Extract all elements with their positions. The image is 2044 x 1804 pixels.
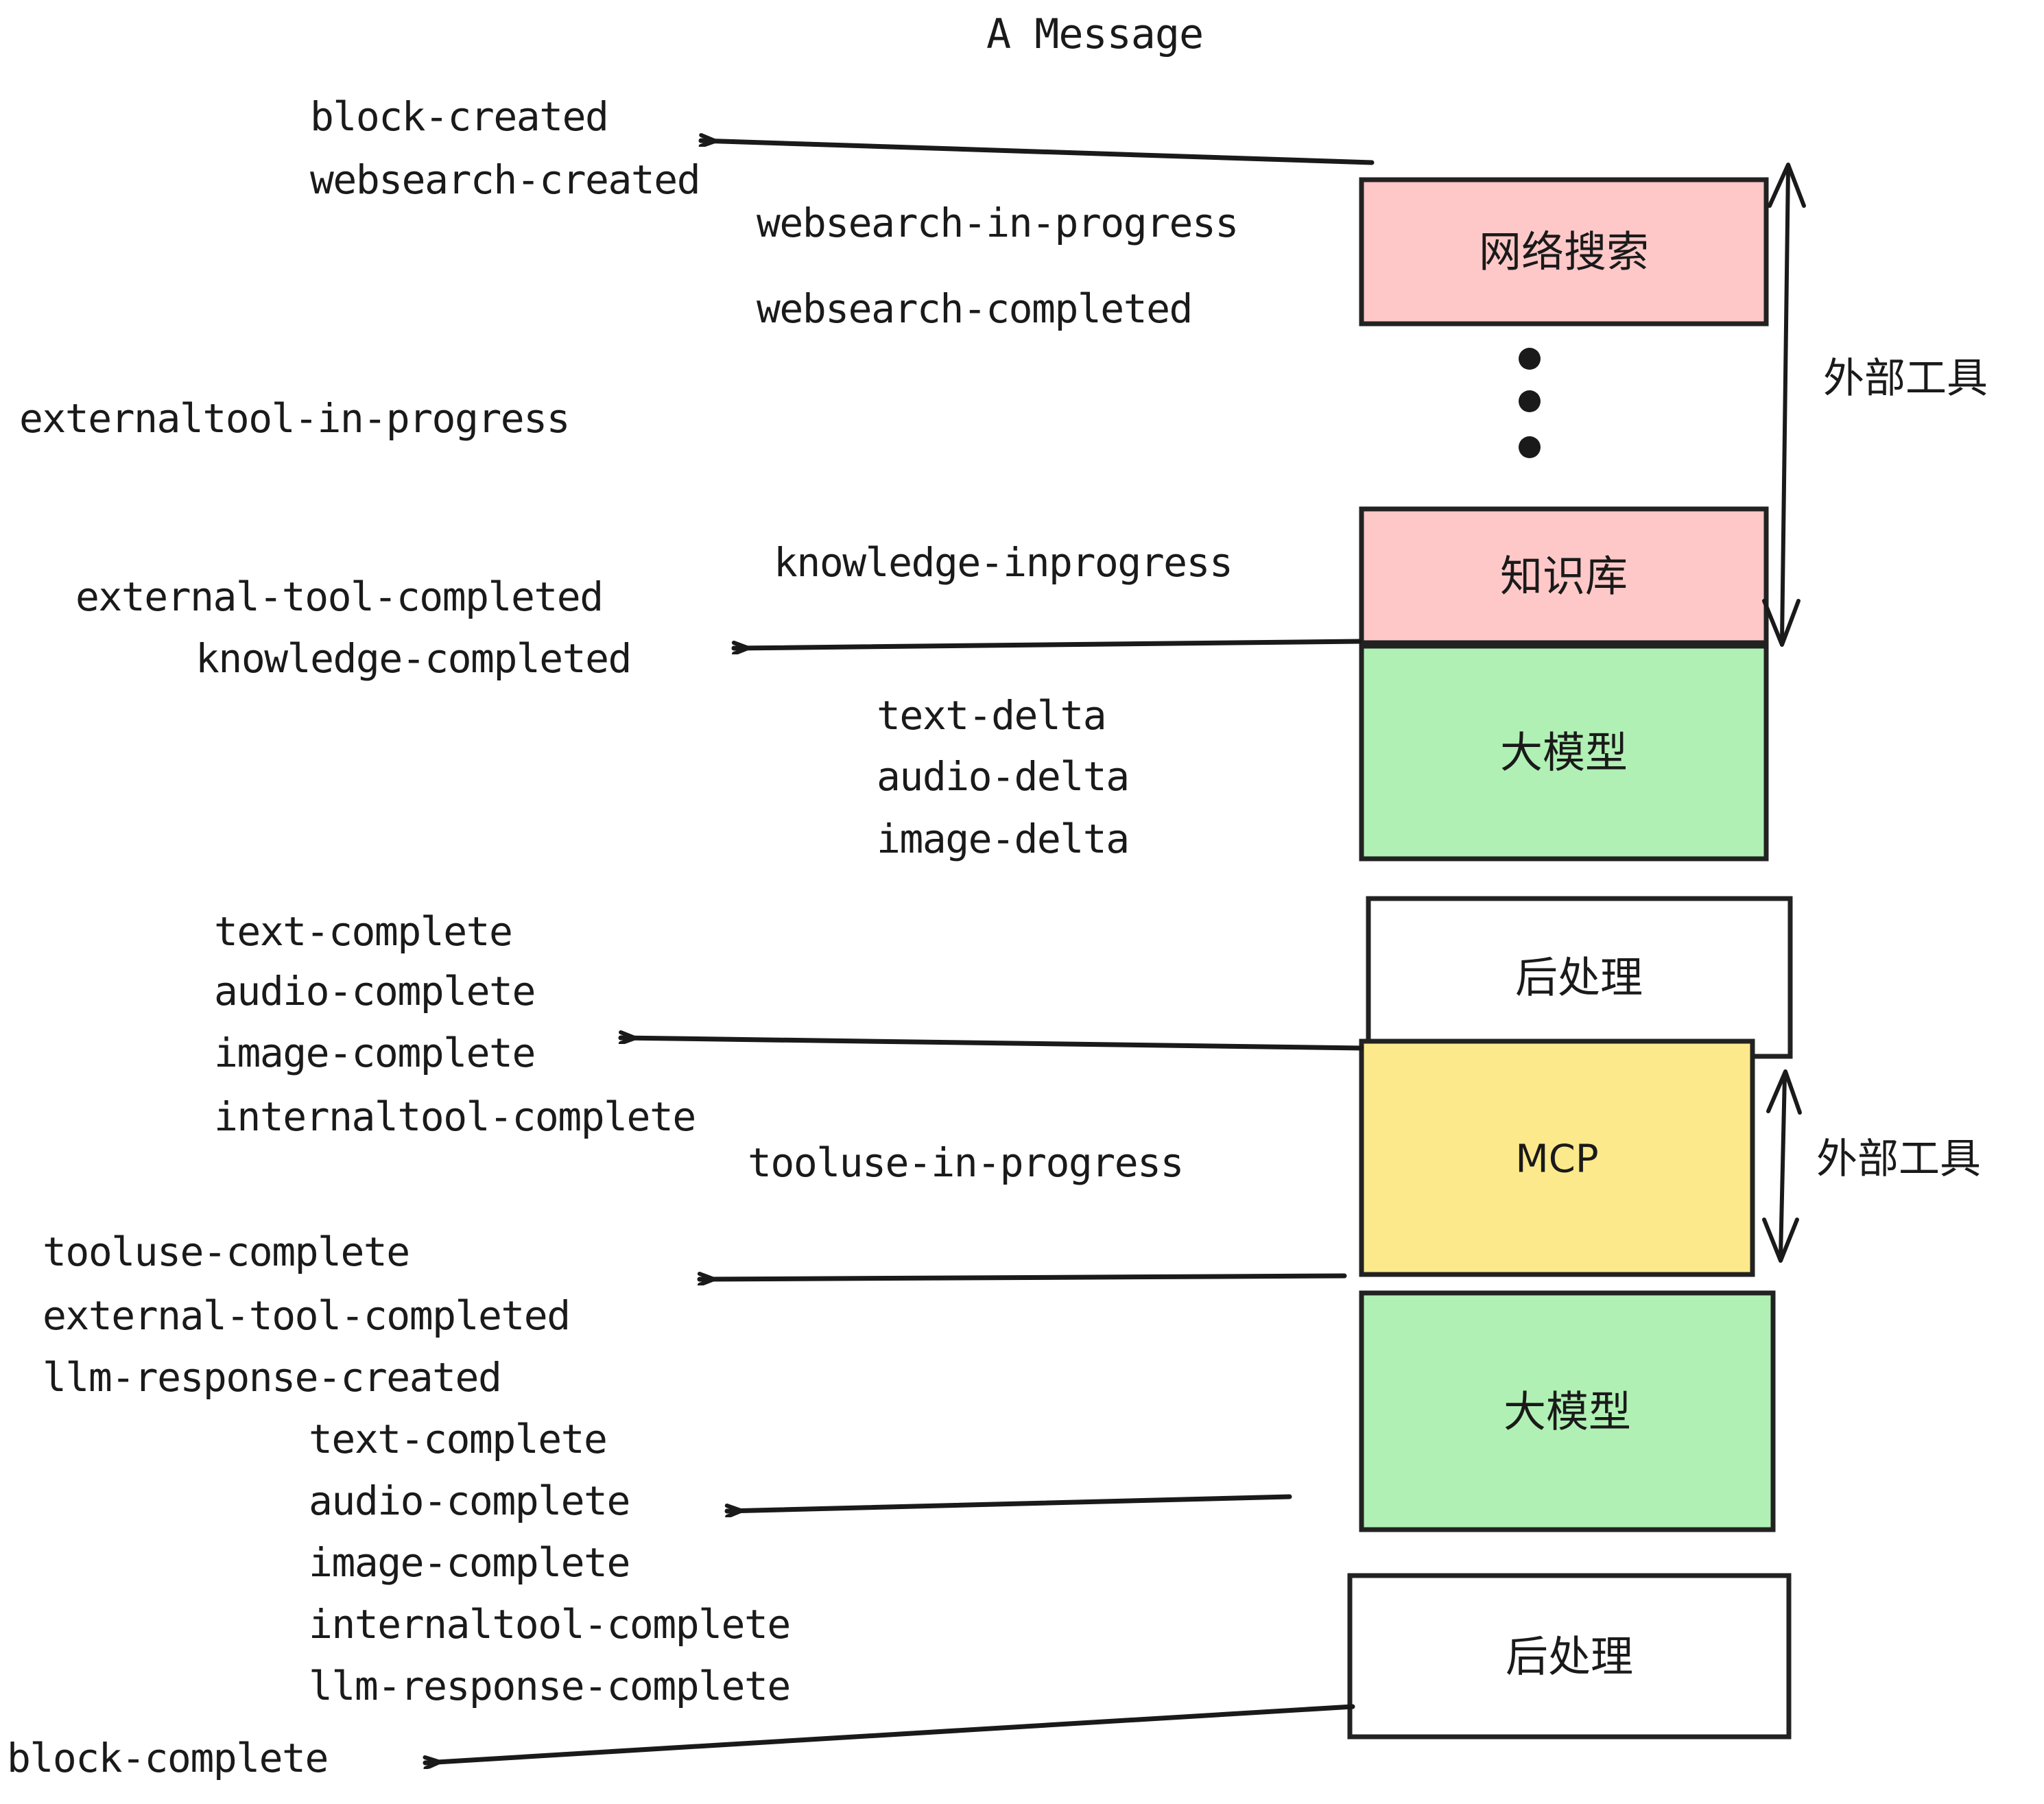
- box-llm-1-rect: [1359, 643, 1769, 862]
- event-websearch-completed: websearch-completed: [757, 285, 1192, 332]
- box-mcp[interactable]: MCP: [1359, 1039, 1755, 1277]
- box-postproc-2-label: 后处理: [1506, 1632, 1633, 1682]
- external-tools-bottom-range-arrow: [1762, 1069, 1802, 1263]
- event-tooluse-in-progress: tooluse-in-progress: [748, 1139, 1183, 1186]
- event-externaltool-in-progress: externaltool-in-progress: [19, 395, 569, 442]
- event-llm-response-complete: llm-response-complete: [309, 1663, 790, 1709]
- arrow-block-complete: [423, 1704, 1355, 1763]
- box-llm-2[interactable]: 大模型: [1359, 1290, 1776, 1532]
- event-knowledge-completed: knowledge-completed: [195, 635, 631, 682]
- box-postproc-1-rect: [1366, 896, 1793, 1059]
- box-mcp-rect: [1359, 1039, 1755, 1277]
- arrow-block-created: [698, 141, 1375, 165]
- event-internaltool-complete-1: internaltool-complete: [214, 1093, 696, 1140]
- box-postproc-1[interactable]: 后处理: [1366, 896, 1793, 1059]
- box-knowledge[interactable]: 知识库: [1359, 506, 1769, 645]
- event-text-complete-2: text-complete: [309, 1416, 606, 1462]
- box-llm-2-rect: [1359, 1290, 1776, 1532]
- box-postproc-2[interactable]: 后处理: [1347, 1573, 1792, 1740]
- event-image-complete-1: image-complete: [214, 1030, 535, 1076]
- ellipsis-dots: [1519, 348, 1541, 458]
- box-llm-1[interactable]: 大模型: [1359, 643, 1769, 862]
- event-llm-response-created: llm-response-created: [43, 1354, 501, 1401]
- arrow-image-complete: [618, 1038, 1364, 1051]
- event-websearch-created: websearch-created: [310, 156, 700, 203]
- event-image-delta-1: image-delta: [877, 816, 1129, 862]
- ellipsis-dot: [1519, 436, 1541, 458]
- event-image-complete-2: image-complete: [309, 1539, 630, 1586]
- event-knowledge-inprogress: knowledge-inprogress: [774, 539, 1232, 586]
- box-knowledge-label: 知识库: [1500, 551, 1628, 602]
- external-tools-bottom-label: 外部工具: [1816, 1135, 1981, 1183]
- diagram-title: A Message: [986, 10, 1203, 58]
- arrow-tooluse-complete: [697, 1276, 1347, 1279]
- external-tools-top-label: 外部工具: [1823, 355, 1988, 403]
- event-audio-complete-2: audio-complete: [309, 1477, 630, 1524]
- box-llm-2-label: 大模型: [1504, 1387, 1631, 1437]
- box-websearch[interactable]: 网络搜索: [1359, 177, 1769, 327]
- arrow-audio-complete: [724, 1494, 1292, 1511]
- event-websearch-in-progress: websearch-in-progress: [757, 200, 1238, 246]
- event-audio-delta-1: audio-delta: [877, 753, 1129, 800]
- box-knowledge-rect: [1359, 506, 1769, 645]
- box-websearch-label: 网络搜索: [1479, 227, 1649, 277]
- event-external-tool-completed-2: external-tool-completed: [43, 1292, 570, 1339]
- ellipsis-dot: [1519, 348, 1541, 370]
- arrow-knowledge-completed: [731, 639, 1362, 648]
- event-internaltool-complete-2: internaltool-complete: [309, 1601, 790, 1648]
- event-text-delta-1: text-delta: [877, 692, 1106, 739]
- event-block-complete: block-complete: [7, 1735, 328, 1781]
- external-tools-top-range-arrow: [1762, 163, 1806, 647]
- event-audio-complete-1: audio-complete: [214, 968, 535, 1014]
- event-block-created: block-created: [310, 93, 608, 140]
- box-postproc-1-label: 后处理: [1515, 953, 1643, 1003]
- event-external-tool-completed-1: external-tool-completed: [75, 573, 603, 620]
- box-websearch-rect: [1359, 177, 1769, 327]
- event-text-complete-1: text-complete: [214, 908, 512, 955]
- box-llm-1-label: 大模型: [1500, 728, 1628, 778]
- box-mcp-label: MCP: [1515, 1137, 1598, 1182]
- box-postproc-2-rect: [1347, 1573, 1792, 1740]
- ellipsis-dot: [1519, 390, 1541, 412]
- event-tooluse-complete: tooluse-complete: [43, 1229, 409, 1275]
